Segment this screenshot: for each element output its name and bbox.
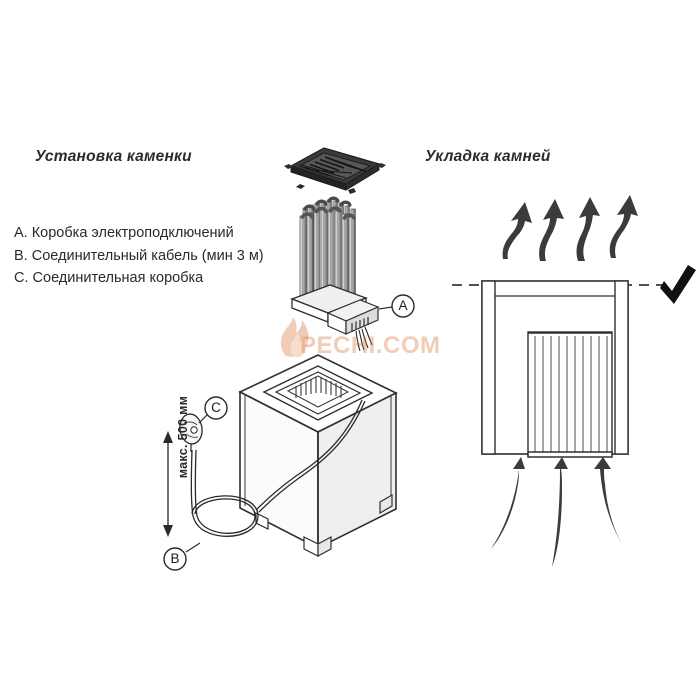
connection-cable bbox=[190, 399, 366, 537]
heating-element-section bbox=[527, 331, 613, 458]
marker-b-leader bbox=[163, 542, 201, 571]
page-title-installation: Установка каменки bbox=[35, 148, 192, 165]
marker-c-leader bbox=[198, 396, 228, 424]
junction-box bbox=[179, 413, 203, 452]
top-grille-icon bbox=[284, 147, 386, 194]
legend-list: A. Коробка электроподключений B. Соедини… bbox=[14, 222, 314, 290]
dimension-arrow-vertical bbox=[163, 431, 173, 537]
marker-label-c: C bbox=[211, 400, 221, 415]
marker-label-a: A bbox=[398, 298, 408, 313]
legend-item-b: B. Соединительный кабель (мин 3 м) bbox=[14, 247, 264, 264]
dimension-label-max-height: макс. 500 мм bbox=[176, 395, 190, 479]
legend-item-c: C. Соединительная коробка bbox=[14, 270, 204, 286]
marker-a-leader bbox=[378, 294, 415, 318]
watermark-flame-icon bbox=[280, 317, 309, 358]
electrical-connection-box bbox=[326, 299, 380, 352]
marker-label-b: B bbox=[170, 551, 180, 566]
heater-cabinet bbox=[238, 354, 398, 558]
page-title-stone-stacking: Укладка камней bbox=[425, 148, 551, 165]
hot-air-arrows bbox=[502, 195, 638, 261]
checkmark-icon bbox=[660, 265, 696, 304]
cold-air-arrows bbox=[491, 457, 628, 567]
legend-item-a: A. Коробка электроподключений bbox=[14, 225, 234, 241]
